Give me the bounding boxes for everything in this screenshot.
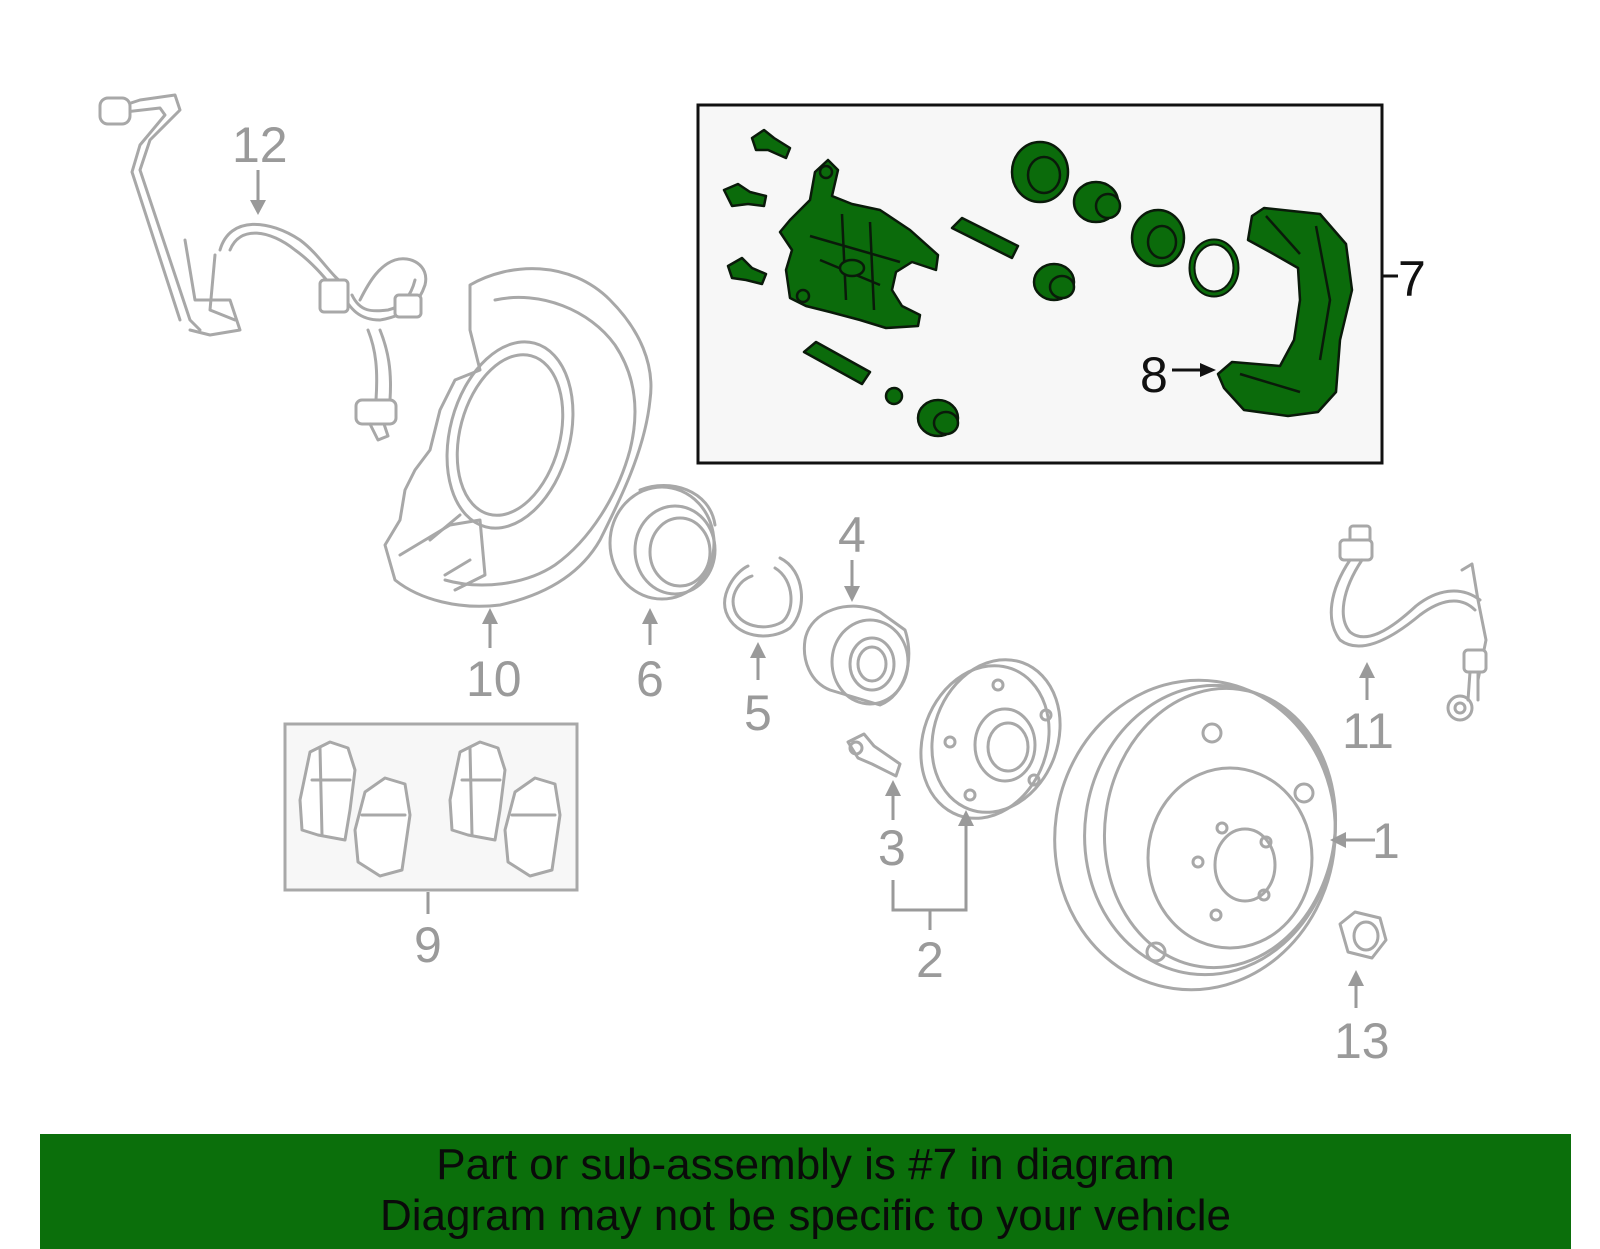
callout-label-6: 6 — [636, 651, 664, 707]
callout-label-12: 12 — [232, 117, 288, 173]
pin-boot — [916, 262, 1076, 438]
info-banner: Part or sub-assembly is #7 in diagram Di… — [40, 1134, 1571, 1249]
callout-13: 13 — [1334, 970, 1390, 1069]
part-10-dust-shield[interactable] — [383, 267, 653, 608]
part-1-rotor[interactable] — [1035, 662, 1355, 1008]
caliper-assembly-inset[interactable]: 7 8 — [696, 103, 1426, 465]
callout-8: 8 — [1140, 347, 1216, 403]
callout-label-4: 4 — [838, 507, 866, 563]
banner-line-part-info: Part or sub-assembly is #7 in diagram — [436, 1140, 1175, 1189]
callout-10: 10 — [466, 608, 522, 707]
callout-label-3: 3 — [878, 820, 906, 876]
caliper-bracket — [1216, 206, 1354, 418]
callout-12: 12 — [232, 117, 288, 215]
callout-label-11: 11 — [1342, 703, 1394, 759]
part-13-nut[interactable] — [1338, 910, 1388, 960]
part-4-bearing[interactable] — [802, 604, 911, 707]
callout-9: 9 — [414, 892, 442, 973]
banner-line-disclaimer: Diagram may not be specific to your vehi… — [379, 1191, 1232, 1240]
callout-label-2: 2 — [916, 932, 944, 988]
part-5-snap-ring[interactable] — [723, 556, 803, 638]
part-3-hub-bolt[interactable] — [846, 732, 902, 778]
callout-label-8: 8 — [1140, 347, 1168, 403]
part-2-hub[interactable] — [900, 641, 1081, 836]
caliper-bolt — [722, 128, 792, 286]
callout-3: 3 — [878, 780, 906, 876]
caliper-body — [778, 158, 940, 330]
callout-1: 1 — [1330, 813, 1400, 869]
guide-pin-lower — [802, 340, 872, 386]
guide-pin-upper — [950, 216, 1020, 260]
callout-label-5: 5 — [744, 685, 772, 741]
callout-6: 6 — [636, 608, 664, 707]
callout-label-10: 10 — [466, 651, 522, 707]
part-11-brake-hose[interactable] — [1329, 524, 1488, 722]
callout-4: 4 — [838, 507, 866, 602]
retaining-ring — [1188, 238, 1240, 298]
part-9-brake-pads[interactable] — [283, 722, 579, 892]
part-12-abs-sensor-wire[interactable] — [98, 93, 428, 442]
callout-label-9: 9 — [414, 917, 442, 973]
callout-7: 7 — [1382, 251, 1426, 307]
callout-label-1: 1 — [1372, 813, 1400, 869]
callout-5: 5 — [744, 642, 772, 741]
piston-seal — [1010, 140, 1186, 268]
callout-11: 11 — [1342, 662, 1394, 759]
callout-2: 2 — [891, 810, 974, 988]
part-6-seal[interactable] — [608, 484, 717, 601]
callout-label-13: 13 — [1334, 1013, 1390, 1069]
callout-label-7: 7 — [1398, 251, 1426, 307]
